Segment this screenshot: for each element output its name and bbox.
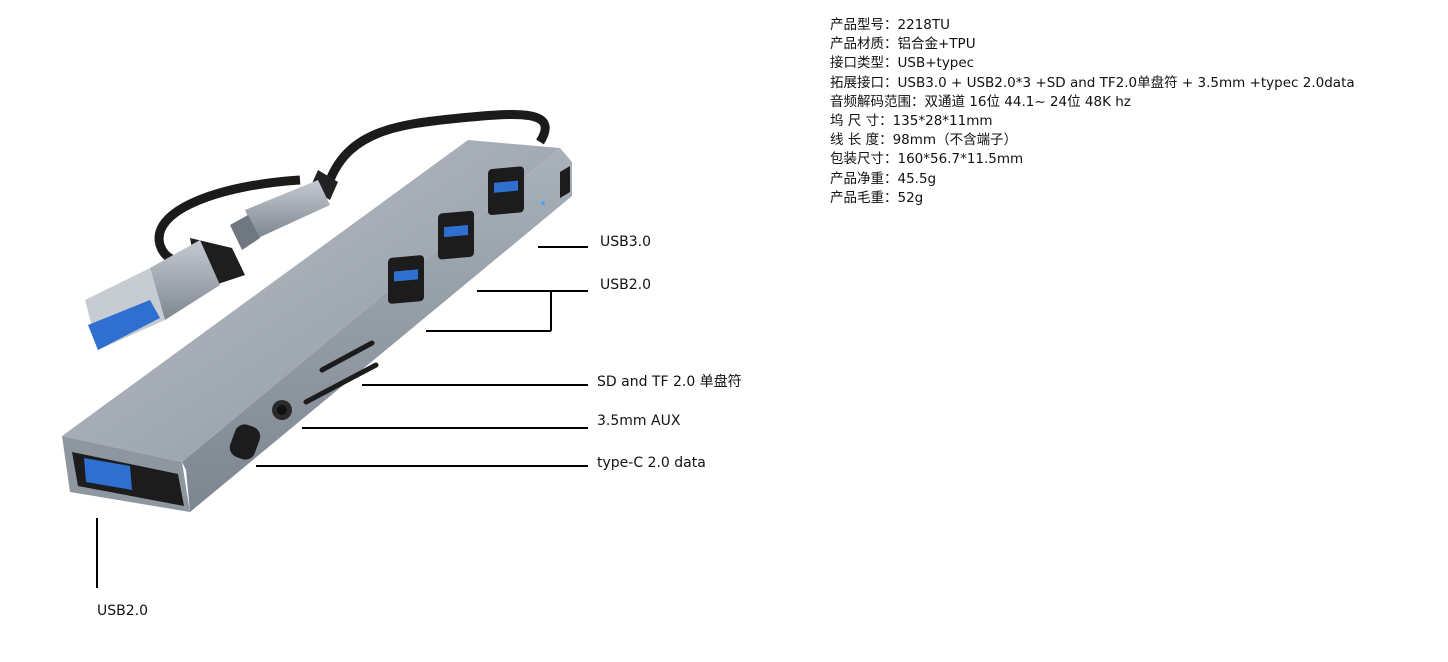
spec-key: 包装尺寸： <box>830 151 898 168</box>
label-usb2: USB2.0 <box>600 277 652 293</box>
spec-row: 包装尺寸：160*56.7*11.5mm <box>830 150 1355 169</box>
hub-front <box>182 148 572 512</box>
spec-row: 音频解码范围：双通道 16位 44.1~ 24位 48K hz <box>830 93 1355 112</box>
usb2-port <box>388 255 424 304</box>
usb2-port <box>438 210 474 260</box>
spec-key: 坞 尺 寸： <box>830 113 893 130</box>
sd-slot <box>319 340 375 373</box>
spec-value: 52g <box>897 189 924 206</box>
label-sd-tf: SD and TF 2.0 单盘符 <box>597 374 742 390</box>
spec-key: 接口类型： <box>830 55 898 72</box>
spec-value: 135*28*11mm <box>892 113 993 130</box>
spec-key: 产品材质： <box>830 36 898 53</box>
spec-row: 坞 尺 寸：135*28*11mm <box>830 112 1355 131</box>
spec-value: 铝合金+TPU <box>897 36 976 53</box>
label-usb2-bottom: USB2.0 <box>97 603 149 619</box>
spec-key: 产品净重： <box>830 170 898 187</box>
spec-value: 双通道 16位 44.1~ 24位 48K hz <box>924 93 1131 110</box>
spec-key: 拓展接口： <box>830 74 898 91</box>
spec-list: 产品型号：2218TU 产品材质：铝合金+TPU 接口类型：USB+typec … <box>830 16 1355 208</box>
hub-top <box>62 140 560 462</box>
spec-key: 产品型号： <box>830 17 898 33</box>
spec-row: 接口类型：USB+typec <box>830 54 1355 73</box>
spec-key: 音频解码范围： <box>830 93 925 110</box>
type-c-port <box>229 424 261 460</box>
label-aux: 3.5mm AUX <box>597 413 681 429</box>
usb-c-plug <box>230 170 338 250</box>
spec-row: 产品净重：45.5g <box>830 170 1355 189</box>
spec-row: 拓展接口：USB3.0 + USB2.0*3 +SD and TF2.0单盘符 … <box>830 74 1355 93</box>
cable <box>325 109 550 182</box>
spec-value: 45.5g <box>897 170 937 187</box>
label-usb3: USB3.0 <box>600 234 652 250</box>
spec-key: 产品毛重： <box>830 189 898 206</box>
spec-value: 98mm（不含端子） <box>892 132 1018 149</box>
spec-row: 产品材质：铝合金+TPU <box>830 35 1355 54</box>
spec-value: USB+typec <box>897 55 975 72</box>
spec-value: USB3.0 + USB2.0*3 +SD and TF2.0单盘符 + 3.5… <box>897 74 1355 91</box>
callout-lines <box>96 246 588 588</box>
spec-key: 线 长 度： <box>830 132 893 149</box>
spec-row: 线 长 度：98mm（不含端子） <box>830 131 1355 150</box>
usb3-port <box>488 166 524 215</box>
spec-value: 2218TU <box>897 17 950 33</box>
usb-a-plug <box>85 238 245 350</box>
tf-slot <box>303 362 379 405</box>
spec-row: 产品型号：2218TU <box>830 16 1355 35</box>
label-typec: type-C 2.0 data <box>597 455 706 471</box>
spec-value: 160*56.7*11.5mm <box>897 151 1024 168</box>
spec-row: 产品毛重：52g <box>830 189 1355 208</box>
